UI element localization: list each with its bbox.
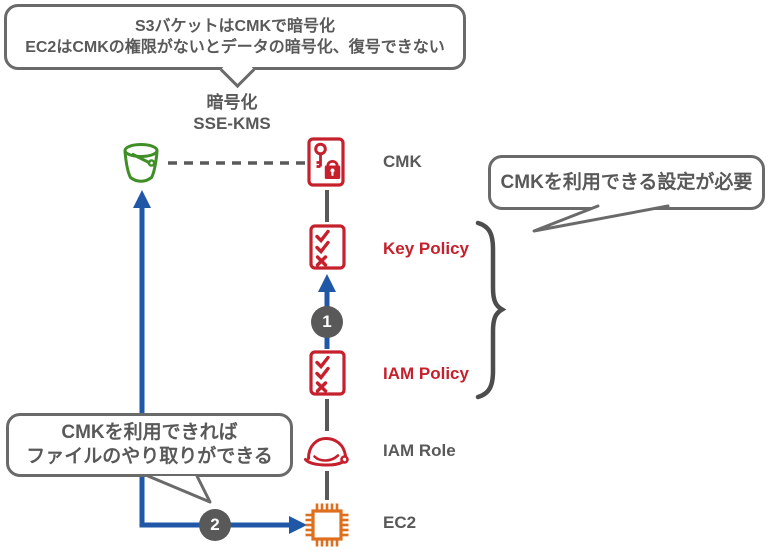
callout-file-exchange-line2: ファイルのやり取りができる — [26, 446, 273, 467]
kms-key-lock-icon — [307, 137, 345, 187]
step-1-number: 1 — [322, 312, 332, 331]
iam-role-label: IAM Role — [383, 441, 456, 460]
callout-file-exchange: CMKを利用できれば ファイルのやり取りができる — [6, 413, 293, 477]
callout-s3-encryption-line1: S3バケットはCMKで暗号化 — [134, 18, 335, 35]
iam-role-hat-icon — [303, 434, 351, 468]
callout-cmk-setting: CMKを利用できる設定が必要 — [488, 155, 765, 210]
ec2-chip-icon — [303, 501, 351, 549]
ec2-label: EC2 — [383, 513, 417, 532]
callout-s3-encryption-line2: EC2はCMKの権限がないとデータの暗号化、復号できない — [25, 39, 445, 56]
curly-brace — [475, 220, 507, 400]
encryption-label: 暗号化 SSE-KMS — [158, 92, 306, 134]
encryption-label-line2: SSE-KMS — [193, 114, 271, 133]
cmk-label: CMK — [383, 152, 422, 171]
arrow-step2-elbow — [133, 190, 307, 534]
key-glyph — [314, 142, 327, 168]
callout-cmk-setting-text: CMKを利用できる設定が必要 — [500, 172, 753, 193]
padlock-glyph — [324, 159, 341, 179]
iam-policy-label: IAM Policy — [383, 364, 469, 383]
s3-bucket-icon — [118, 142, 164, 188]
callout-right-tail — [532, 204, 670, 233]
callout-file-exchange-line1: CMKを利用できれば — [61, 422, 238, 443]
iam-policy-checklist-icon — [309, 350, 346, 396]
key-policy-checklist-icon — [309, 224, 346, 270]
step-2-number: 2 — [210, 515, 220, 534]
encryption-label-line1: 暗号化 — [206, 93, 258, 112]
step-2-badge: 2 — [199, 509, 231, 541]
callout-left-tail — [146, 474, 212, 504]
key-policy-label: Key Policy — [383, 239, 469, 258]
step-1-badge: 1 — [311, 306, 343, 338]
